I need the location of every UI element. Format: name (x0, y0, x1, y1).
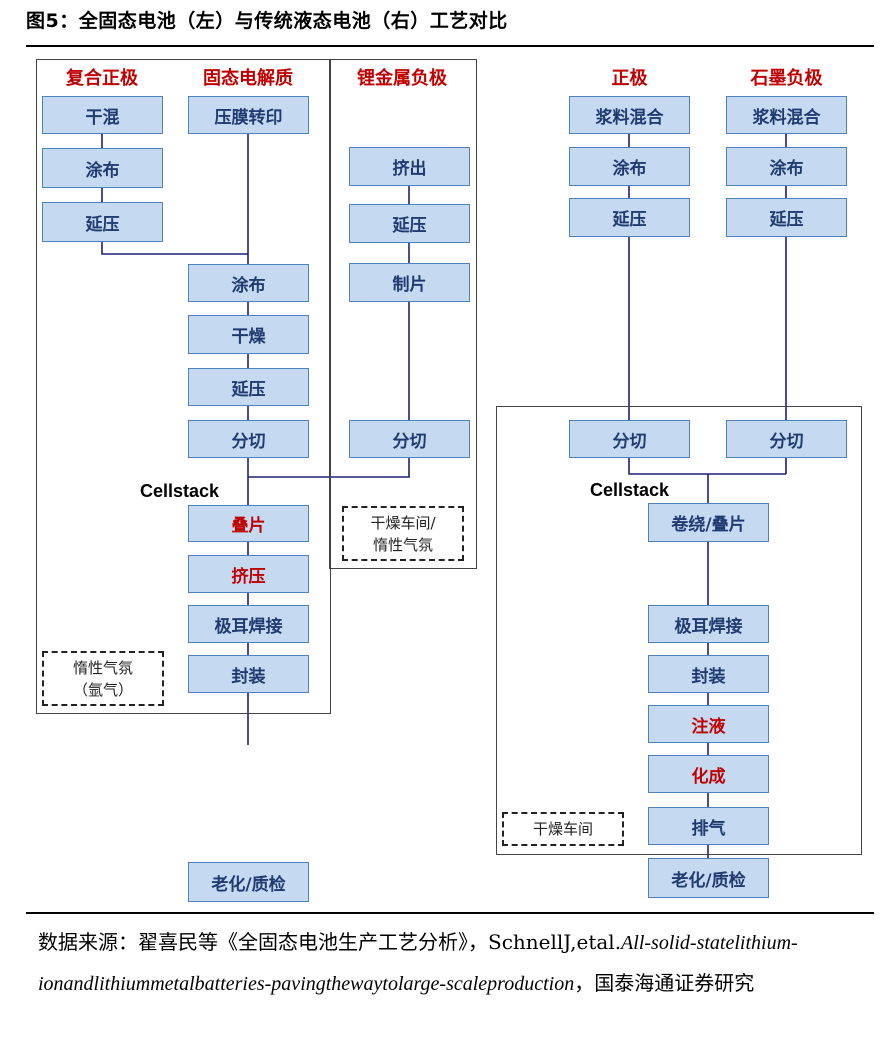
step-extrusion: 挤出 (349, 147, 470, 186)
source-note: 数据来源：翟喜民等《全固态电池生产工艺分析》，SchnellJ,etal.All… (38, 922, 858, 1004)
step-tab-welding: 极耳焊接 (188, 605, 309, 643)
header-solid-electrolyte: 固态电解质 (203, 68, 293, 89)
step-degassing: 排气 (648, 807, 769, 845)
step-slurry-mix-anode: 浆料混合 (726, 96, 847, 134)
step-electrolyte-filling: 注液 (648, 705, 769, 743)
step-sheet-making: 制片 (349, 263, 470, 302)
right-panel (496, 406, 862, 855)
step-aging-inspection-left: 老化/质检 (188, 862, 309, 902)
step-formation: 化成 (648, 755, 769, 793)
step-coating-cathode-right: 涂布 (569, 147, 690, 186)
header-cathode-right: 正极 (611, 68, 648, 89)
cellstack-label-left: Cellstack (140, 481, 220, 501)
top-rule (26, 45, 874, 47)
anode-panel (329, 59, 477, 569)
header-lithium-anode: 锂金属负极 (357, 68, 447, 89)
figure-title: 图5：全固态电池（左）与传统液态电池（右）工艺对比 (26, 10, 508, 32)
step-cathode-calendering: 延压 (42, 202, 163, 242)
step-tab-welding-right: 极耳焊接 (648, 605, 769, 643)
note-inert-argon: 惰性气氛 （氩气） (42, 651, 164, 706)
step-anode-calendering: 延压 (349, 204, 470, 243)
step-packaging: 封装 (188, 655, 309, 693)
step-aging-inspection-right: 老化/质检 (648, 858, 769, 898)
header-graphite-anode: 石墨负极 (750, 68, 823, 89)
step-winding-stacking: 卷绕/叠片 (648, 503, 769, 542)
step-calendering-anode-right: 延压 (726, 198, 847, 237)
cellstack-label-right: Cellstack (590, 480, 670, 500)
step-drying: 干燥 (188, 315, 309, 354)
step-slitting: 分切 (188, 420, 309, 458)
source-italic-title: All-solid-statelithium-ionandlithiummeta… (38, 932, 798, 995)
left-panel (36, 59, 331, 714)
step-cathode-coating: 涂布 (42, 148, 163, 188)
step-stacking: 叠片 (188, 505, 309, 542)
header-composite-cathode: 复合正极 (66, 68, 138, 89)
note-dry-room: 干燥车间 (502, 812, 624, 846)
step-slitting-cathode-right: 分切 (569, 420, 690, 458)
note-dry-room-inert: 干燥车间/ 惰性气氛 (342, 506, 464, 561)
step-pressing: 挤压 (188, 555, 309, 593)
step-packaging-right: 封装 (648, 655, 769, 693)
bottom-rule (26, 912, 874, 914)
step-film-transfer: 压膜转印 (188, 96, 309, 134)
step-calendering-cathode-right: 延压 (569, 198, 690, 237)
step-calendering: 延压 (188, 368, 309, 406)
step-anode-slitting: 分切 (349, 420, 470, 458)
step-slitting-anode-right: 分切 (726, 420, 847, 458)
step-coating-anode-right: 涂布 (726, 147, 847, 186)
step-dry-mix: 干混 (42, 96, 163, 134)
step-slurry-mix-cathode: 浆料混合 (569, 96, 690, 134)
step-coating: 涂布 (188, 264, 309, 302)
source-suffix: ，国泰海通证券研究 (574, 971, 755, 995)
source-prefix: 数据来源：翟喜民等《全固态电池生产工艺分析》，SchnellJ,etal. (38, 930, 622, 954)
